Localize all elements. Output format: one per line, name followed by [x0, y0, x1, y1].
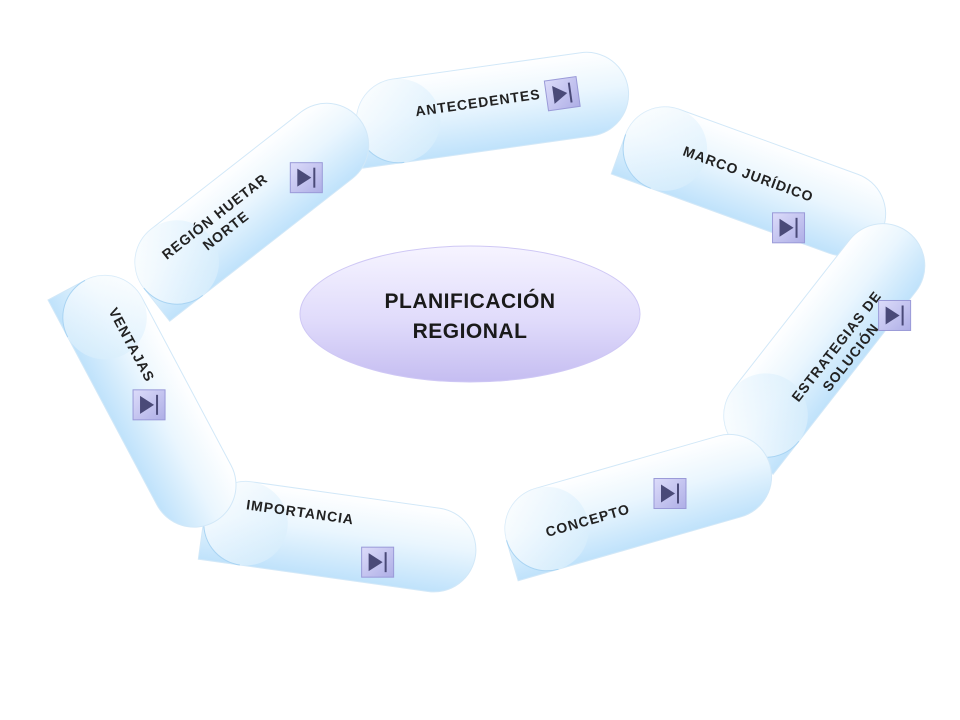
- concepto-scroll: [494, 423, 783, 582]
- play-end-icon[interactable]: [360, 546, 395, 579]
- play-end-icon[interactable]: [652, 477, 687, 510]
- ventajas-button[interactable]: VENTAJAS: [47, 260, 252, 543]
- importancia-button[interactable]: IMPORTANCIA: [197, 475, 482, 598]
- play-end-icon[interactable]: [543, 75, 582, 112]
- center-ellipse: [299, 245, 641, 383]
- play-end-icon[interactable]: [877, 299, 912, 332]
- center-title-line2: REGIONAL: [413, 320, 528, 343]
- center-node: PLANIFICACIÓN REGIONAL: [299, 245, 641, 383]
- play-end-icon[interactable]: [132, 388, 167, 421]
- antecedentes-button[interactable]: ANTECEDENTES: [350, 46, 635, 169]
- importancia-scroll: [197, 475, 482, 598]
- marco-juridico-button[interactable]: MARCO JURÍDICO: [608, 94, 898, 277]
- concepto-button[interactable]: CONCEPTO: [494, 423, 783, 582]
- center-title-line1: PLANIFICACIÓN: [385, 289, 556, 313]
- play-end-icon[interactable]: [289, 161, 324, 194]
- play-end-icon[interactable]: [771, 211, 806, 244]
